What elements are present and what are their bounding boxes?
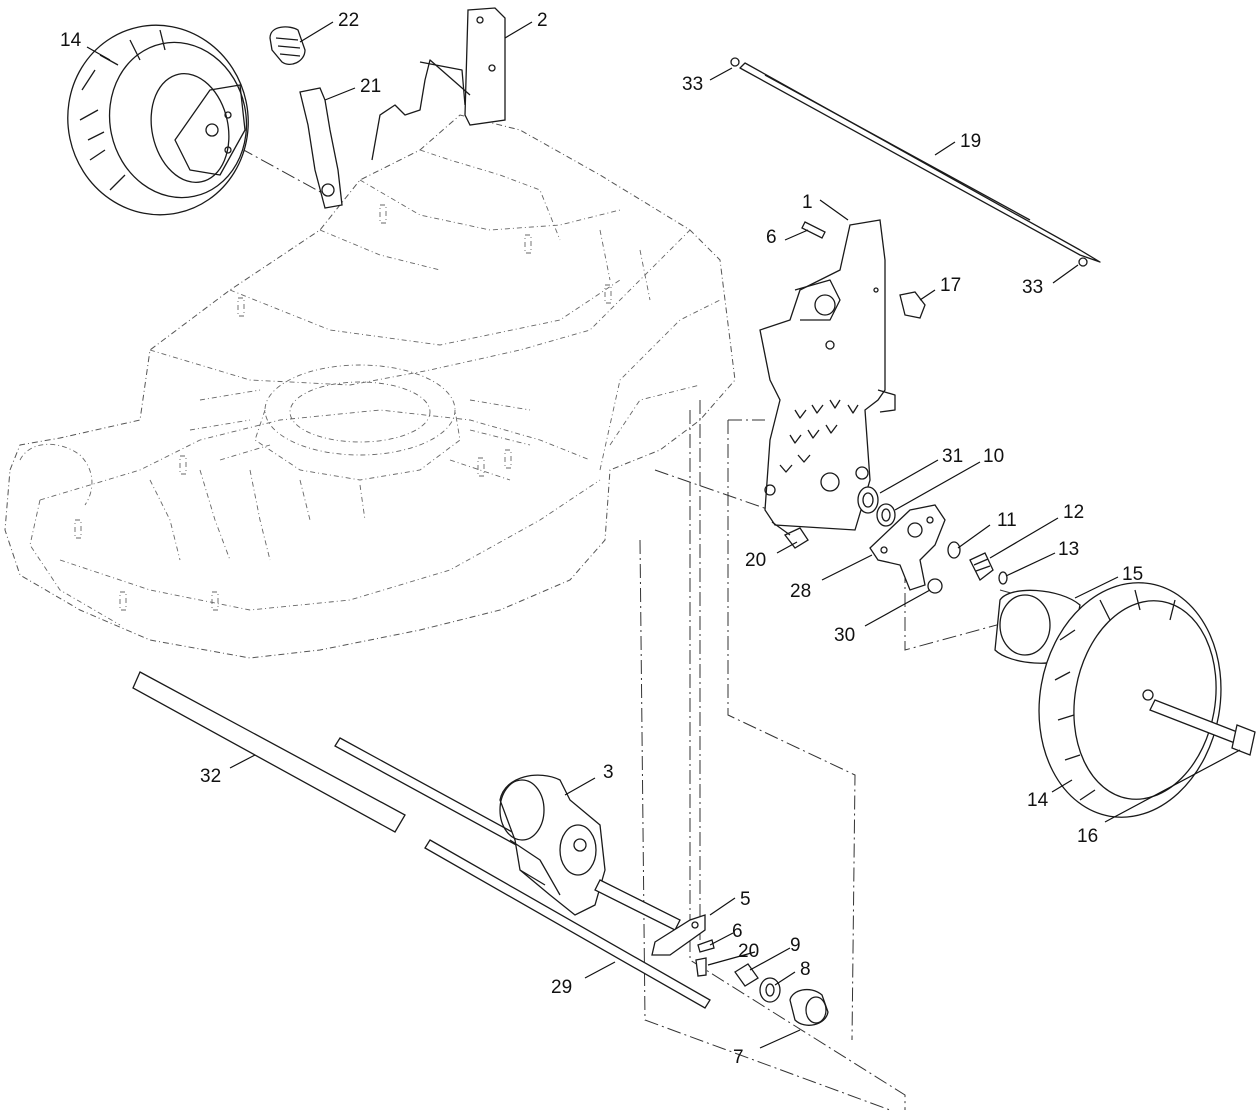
part-14-wheel-right [1038, 582, 1222, 818]
callout-9: 9 [790, 935, 801, 956]
callout-16: 16 [1077, 826, 1098, 847]
callout-11: 11 [997, 510, 1017, 531]
part-3-transmission [499, 774, 681, 931]
callout-20-plate: 20 [745, 550, 766, 571]
callout-3: 3 [603, 762, 614, 783]
part-28-bracket [869, 504, 946, 591]
callout-14-right: 14 [1027, 790, 1049, 811]
callout-31: 31 [942, 446, 963, 467]
part-22-knob [269, 26, 306, 65]
callout-13: 13 [1058, 539, 1079, 560]
part-14-wheel-left [67, 24, 249, 216]
part-1-side-plate [759, 219, 896, 531]
part-11-washer [947, 541, 961, 559]
callout-29: 29 [551, 977, 572, 998]
part-9-bushing [734, 963, 759, 987]
callout-20-bottom: 20 [738, 941, 759, 962]
callout-21: 21 [360, 76, 381, 97]
part-6-screw-top [801, 221, 826, 239]
part-30-nut [927, 578, 943, 594]
part-8-washer [759, 977, 781, 1003]
part-16-axle-bolt [1149, 699, 1256, 756]
mower-deck-outline [4, 114, 736, 659]
callout-6-top: 6 [766, 227, 777, 248]
callout-15: 15 [1122, 564, 1143, 585]
part-20-bolt-bottom [695, 957, 707, 977]
part-13-retaining-ring [998, 571, 1008, 585]
callout-7: 7 [733, 1047, 744, 1068]
callout-32: 32 [200, 766, 221, 787]
part-17-clip [873, 287, 926, 319]
part-2-bracket [371, 7, 506, 161]
callout-12: 12 [1063, 502, 1084, 523]
callout-33-bottom: 33 [1022, 277, 1043, 298]
callout-14-left: 14 [60, 30, 82, 51]
part-20-bolt-plate [771, 521, 809, 549]
part-33-fastener-top [730, 57, 740, 67]
part-31-washer [857, 486, 879, 514]
callout-17: 17 [940, 275, 961, 296]
part-19-cable [739, 62, 1101, 263]
leader-lines [86, 21, 1241, 1049]
part-6-screw-bottom [697, 939, 715, 953]
callout-8: 8 [800, 959, 811, 980]
callout-6-bottom: 6 [732, 921, 743, 942]
callout-28: 28 [790, 581, 811, 602]
part-5-bracket [651, 914, 706, 956]
part-33-fastener-bottom [1078, 257, 1088, 267]
part-21-lever [299, 87, 343, 209]
callout-33-top: 33 [682, 74, 703, 95]
callout-19: 19 [960, 131, 981, 152]
callout-30: 30 [834, 625, 855, 646]
part-32-tube [132, 671, 406, 833]
part-10-bushing [876, 503, 896, 527]
callout-10: 10 [983, 446, 1004, 467]
callout-5: 5 [740, 889, 751, 910]
part-12-pinion-gear [969, 552, 994, 581]
part-7-roller [789, 988, 829, 1026]
callout-1: 1 [802, 192, 813, 213]
callout-22: 22 [338, 10, 359, 31]
callout-labels: 14 22 21 2 33 19 1 6 17 33 31 10 11 12 1… [60, 10, 1143, 1068]
callout-2: 2 [537, 10, 548, 31]
